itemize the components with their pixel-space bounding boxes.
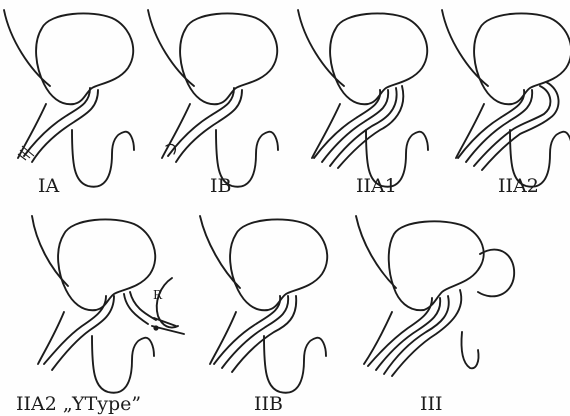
label-ia: IA	[38, 175, 60, 197]
r-marker-label: R	[153, 288, 163, 302]
panel-iia2	[442, 10, 570, 187]
loop-outline	[72, 130, 134, 187]
duct-outer	[168, 88, 234, 156]
panel-iib	[200, 216, 327, 393]
duct-inner	[176, 90, 242, 162]
panel-iii	[356, 216, 514, 376]
body-wall-lower	[312, 104, 340, 158]
label-iia1: IIA1	[356, 175, 397, 197]
organ-outline	[230, 219, 327, 310]
label-iia2: IIA2	[498, 175, 539, 197]
label-ib: IB	[210, 175, 231, 197]
panel-iia1	[298, 10, 428, 187]
label-iii: III	[420, 393, 443, 415]
loop-outline	[461, 332, 478, 368]
organ-outline	[389, 221, 484, 310]
loop-outline	[264, 336, 326, 393]
organ-outline	[180, 13, 277, 104]
r-point	[153, 325, 158, 330]
duct-1	[368, 298, 432, 366]
duct-2	[376, 298, 440, 370]
body-wall-lower	[456, 104, 484, 158]
duct-inner	[32, 90, 98, 162]
body-wall	[32, 216, 68, 286]
duct-1	[314, 90, 380, 158]
duct-inner	[52, 296, 114, 370]
panel-iia2-ytype	[32, 216, 184, 393]
panel-ia	[4, 10, 134, 187]
duct-outer	[24, 88, 90, 156]
organ-outline	[36, 13, 133, 104]
panel-ib	[148, 10, 278, 187]
label-iia2-ytype: IIA2 „YType”	[16, 393, 141, 415]
loop-outline	[92, 336, 154, 393]
y-branch-1	[124, 294, 148, 324]
body-wall	[4, 10, 50, 86]
organ-outline	[330, 13, 427, 104]
body-wall	[298, 10, 344, 86]
body-wall	[442, 10, 488, 86]
body-wall	[148, 10, 194, 86]
duct-outer	[44, 296, 106, 364]
label-iib: IIB	[254, 393, 283, 415]
body-wall	[200, 216, 240, 288]
